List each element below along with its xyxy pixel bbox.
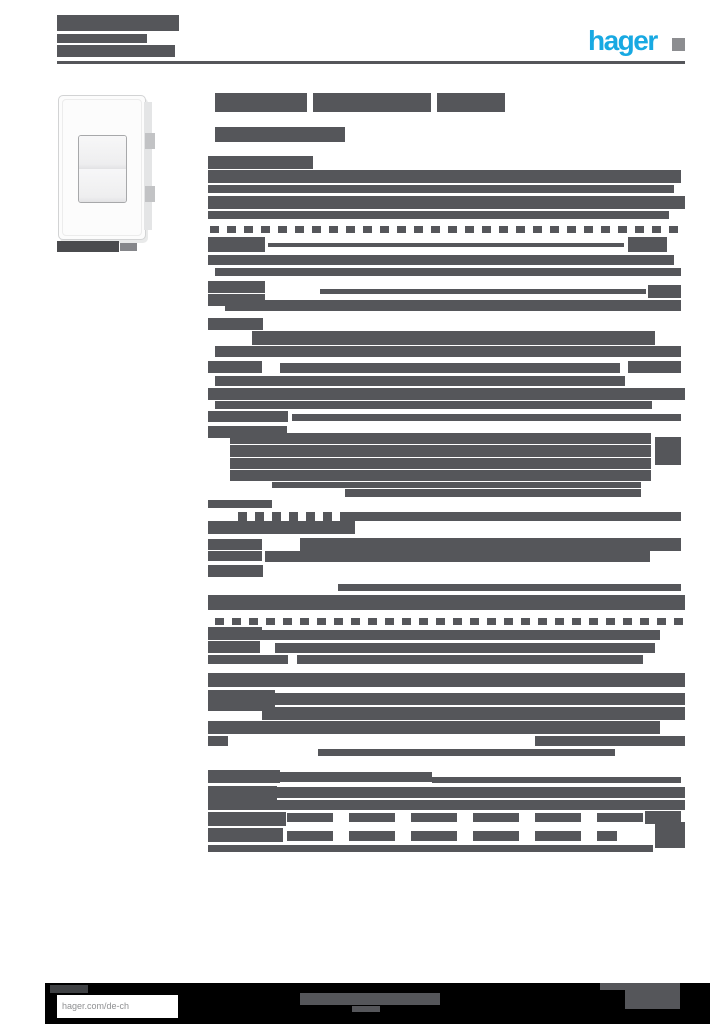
logo-registered-mark bbox=[672, 38, 685, 51]
redacted-text-line bbox=[655, 437, 681, 465]
redacted-caption-line bbox=[120, 243, 137, 251]
redacted-text-line bbox=[318, 749, 615, 756]
redacted-text-line bbox=[208, 281, 265, 293]
redacted-text-line bbox=[208, 156, 313, 169]
redacted-text-line bbox=[208, 690, 275, 711]
redacted-text-line bbox=[208, 673, 685, 687]
redacted-text-line bbox=[268, 243, 624, 247]
redacted-text-line bbox=[208, 551, 262, 561]
redacted-title-line bbox=[215, 93, 307, 112]
redacted-text-line bbox=[275, 643, 655, 653]
redacted-text-line bbox=[272, 482, 641, 488]
redacted-text-line bbox=[230, 433, 651, 444]
redacted-text-line bbox=[648, 285, 681, 298]
footer-url-box[interactable]: hager.com/de-ch bbox=[57, 995, 178, 1018]
redacted-text-line bbox=[292, 414, 681, 421]
redacted-text-line bbox=[208, 627, 262, 640]
redacted-caption-line bbox=[57, 241, 119, 252]
redacted-text-line bbox=[215, 401, 652, 409]
redacted-text-line bbox=[208, 411, 288, 422]
redacted-text-line bbox=[208, 539, 262, 550]
redacted-text-line bbox=[208, 170, 681, 183]
redacted-text-line bbox=[252, 331, 655, 345]
redacted-text-line bbox=[628, 237, 667, 252]
switch-rocker-unit bbox=[78, 135, 127, 203]
redacted-text-line bbox=[230, 445, 651, 457]
product-image-shadow bbox=[144, 102, 152, 230]
header-rule bbox=[57, 61, 685, 64]
redacted-text-line bbox=[280, 363, 620, 373]
redacted-text-line bbox=[535, 736, 685, 746]
redacted-text-line bbox=[208, 255, 674, 265]
redacted-text-line bbox=[262, 630, 660, 640]
redacted-title-line bbox=[313, 93, 431, 112]
redacted-text-line bbox=[280, 772, 432, 782]
redacted-text-line bbox=[287, 831, 617, 841]
redacted-text-line bbox=[208, 521, 355, 534]
footer-url-link[interactable]: hager.com/de-ch bbox=[62, 1001, 130, 1011]
redacted-text-line bbox=[297, 655, 643, 664]
redacted-text-line bbox=[238, 512, 352, 521]
redacted-text-line bbox=[230, 470, 651, 481]
redacted-text-line bbox=[262, 707, 685, 720]
redacted-text-line bbox=[208, 845, 653, 852]
switch-rocker-top bbox=[79, 136, 126, 170]
redacted-text-line bbox=[215, 618, 683, 625]
redacted-text-line bbox=[225, 300, 681, 311]
redacted-text-line bbox=[265, 551, 650, 562]
redacted-text-line bbox=[277, 787, 685, 798]
redacted-text-line bbox=[208, 500, 272, 508]
redacted-footer-line bbox=[300, 993, 440, 1005]
redacted-text-line bbox=[645, 811, 681, 824]
redacted-text-line bbox=[215, 376, 625, 386]
redacted-text-line bbox=[320, 289, 646, 294]
redacted-text-line bbox=[262, 693, 685, 705]
redacted-text-line bbox=[215, 346, 681, 357]
redacted-text-line bbox=[208, 237, 265, 252]
product-image-shadow-tab bbox=[145, 186, 155, 202]
redacted-text-line bbox=[208, 828, 283, 842]
redacted-text-line bbox=[210, 226, 681, 233]
redacted-footer-line bbox=[50, 985, 88, 993]
redacted-text-line bbox=[345, 512, 681, 521]
redacted-title-line bbox=[437, 93, 505, 112]
redacted-text-line bbox=[208, 800, 685, 810]
redacted-header-line bbox=[57, 34, 147, 43]
redacted-text-line bbox=[628, 361, 681, 373]
redacted-text-line bbox=[208, 812, 286, 826]
redacted-title-line bbox=[215, 127, 345, 142]
redacted-text-line bbox=[208, 736, 228, 746]
redacted-header-line bbox=[57, 45, 175, 57]
switch-rocker-bottom bbox=[79, 169, 126, 202]
redacted-text-line bbox=[287, 813, 645, 822]
redacted-text-line bbox=[345, 489, 641, 497]
hager-logo: hager bbox=[588, 25, 658, 56]
redacted-text-line bbox=[300, 538, 681, 551]
redacted-text-line bbox=[338, 584, 681, 591]
redacted-text-line bbox=[432, 777, 681, 783]
switch-wall-plate bbox=[58, 95, 146, 240]
redacted-text-line bbox=[208, 786, 277, 800]
redacted-text-line bbox=[208, 655, 288, 664]
redacted-footer-line bbox=[352, 1006, 380, 1012]
redacted-text-line bbox=[208, 361, 262, 373]
redacted-text-line bbox=[208, 565, 263, 577]
redacted-text-line bbox=[208, 721, 660, 734]
redacted-text-line bbox=[208, 211, 669, 219]
redacted-text-line bbox=[655, 822, 685, 848]
redacted-text-line bbox=[215, 268, 681, 276]
redacted-header-line bbox=[57, 15, 179, 31]
redacted-text-line bbox=[208, 196, 685, 209]
redacted-text-line bbox=[208, 641, 260, 653]
redacted-footer-line bbox=[600, 983, 680, 990]
redacted-text-line bbox=[208, 388, 685, 400]
product-image-shadow-tab bbox=[145, 133, 155, 149]
switch-plate-frame bbox=[62, 99, 142, 236]
redacted-text-line bbox=[230, 458, 651, 469]
redacted-text-line bbox=[208, 770, 280, 783]
redacted-text-line bbox=[208, 595, 685, 610]
redacted-text-line bbox=[208, 318, 263, 330]
redacted-footer-line bbox=[625, 990, 680, 1009]
redacted-text-line bbox=[208, 185, 674, 193]
